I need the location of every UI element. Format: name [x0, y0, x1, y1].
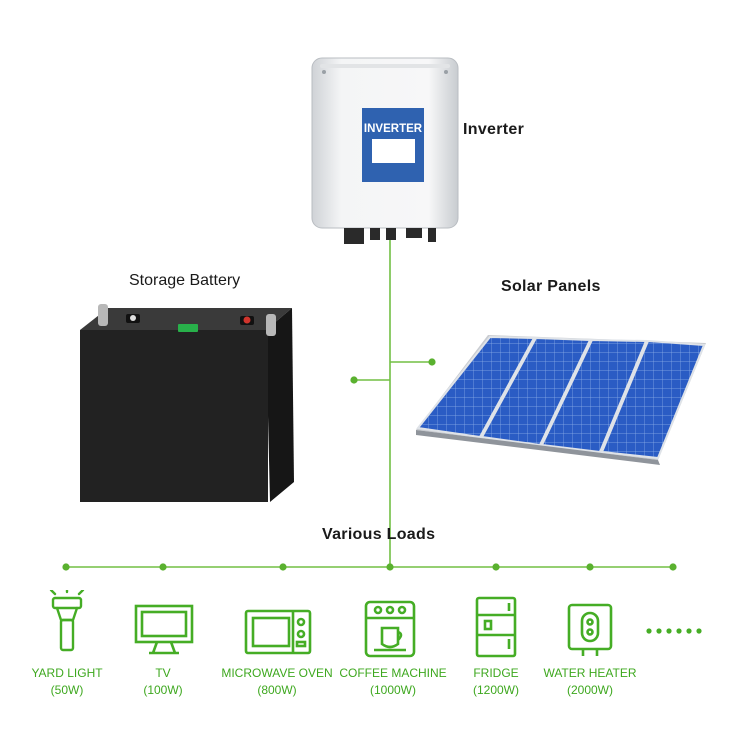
tv-icon: [134, 604, 194, 655]
load-name: FRIDGE: [473, 666, 519, 680]
load-power: (1000W): [369, 683, 416, 697]
load-name: COFFEE MACHINE: [339, 666, 447, 680]
load-label-coffee-machine: COFFEE MACHINE (1000W): [333, 665, 453, 699]
load-power: (50W): [50, 683, 84, 697]
more-loads-ellipsis-icon: [646, 628, 702, 634]
inverter-screen-text: INVERTER: [364, 123, 423, 135]
solar-panels-label: Solar Panels: [501, 278, 601, 295]
load-node-dot: [669, 563, 677, 571]
load-label-fridge: FRIDGE (1200W): [436, 665, 556, 699]
load-power: (2000W): [566, 683, 613, 697]
load-node-dot: [279, 563, 287, 571]
load-node-dot: [586, 563, 594, 571]
various-loads-label: Various Loads: [322, 526, 436, 543]
coffee-machine-icon: [364, 600, 416, 658]
solar-node-dot: [428, 358, 436, 366]
load-name: TV: [155, 666, 171, 680]
load-name: WATER HEATER: [543, 666, 637, 680]
load-name: YARD LIGHT: [31, 666, 103, 680]
solar-panels-device: [416, 335, 706, 465]
load-power: (100W): [143, 683, 183, 697]
inverter-device: INVERTER: [311, 57, 459, 244]
load-name: MICROWAVE OVEN: [221, 666, 333, 680]
storage-battery-label: Storage Battery: [129, 272, 241, 289]
load-label-microwave: MICROWAVE OVEN (800W): [217, 665, 337, 699]
load-node-dot: [62, 563, 70, 571]
load-power: (1200W): [472, 683, 519, 697]
battery-node-dot: [350, 376, 358, 384]
load-node-dot: [159, 563, 167, 571]
inverter-label: Inverter: [463, 121, 525, 138]
yard-light-icon: [49, 590, 85, 652]
microwave-icon: [244, 609, 312, 655]
load-label-tv: TV (100W): [103, 665, 223, 699]
load-power: (800W): [257, 683, 297, 697]
load-node-dot: [492, 563, 500, 571]
load-node-dot: [386, 563, 394, 571]
load-label-water-heater: WATER HEATER (2000W): [530, 665, 650, 699]
storage-battery-device: [80, 304, 294, 502]
water-heater-icon: [567, 603, 613, 656]
load-label-yard-light: YARD LIGHT (50W): [7, 665, 127, 699]
fridge-icon: [475, 596, 517, 658]
